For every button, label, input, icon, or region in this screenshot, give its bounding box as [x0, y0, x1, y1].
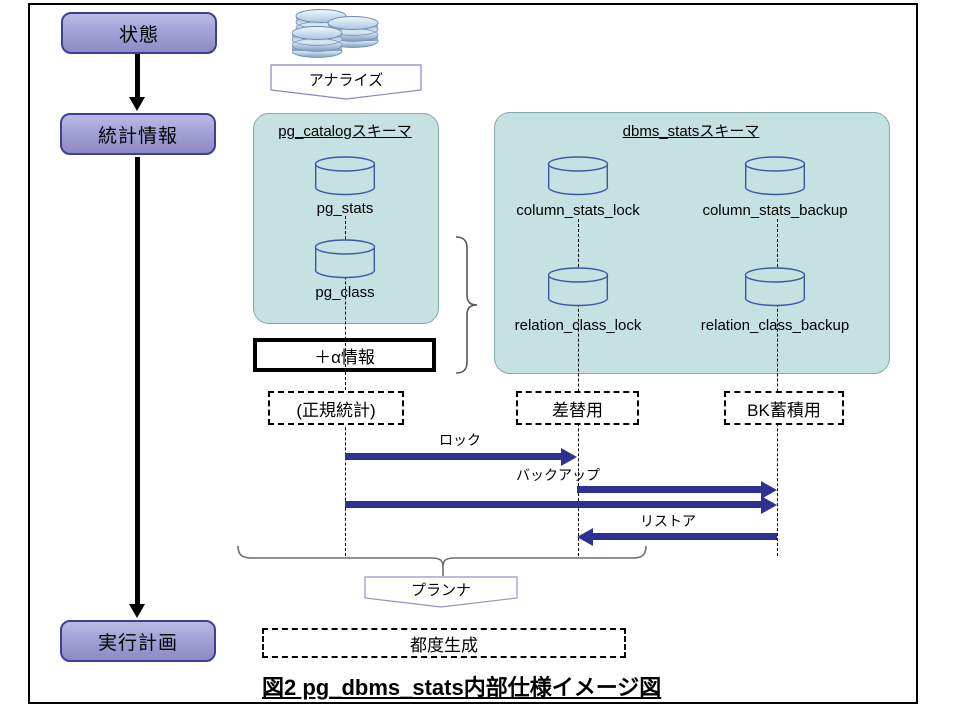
- horizontal-brace: [237, 545, 647, 576]
- alpha-info-box: [253, 338, 436, 372]
- arrow-lock: [345, 453, 563, 460]
- table-cylinder-icon: [314, 156, 376, 196]
- flow-state-box: 状態: [61, 12, 217, 54]
- arrow-backup-long-head: [761, 496, 777, 514]
- diagram-frame: [28, 3, 918, 704]
- generate-box: 都度生成: [262, 628, 626, 658]
- op-label-restore: リストア: [640, 513, 696, 529]
- table-cylinder-icon: [314, 239, 376, 279]
- planner-banner-shape: [364, 576, 518, 608]
- arrow-backup-head: [761, 481, 777, 499]
- table-label-relation-class-backup: relation_class_backup: [700, 317, 850, 334]
- flow-execution-plan-box: 実行計画: [60, 620, 216, 662]
- database-stack-icon: [292, 9, 379, 58]
- table-cylinder-icon: [744, 156, 806, 196]
- arrow-backup-long: [345, 501, 761, 508]
- table-cylinder-icon: [744, 267, 806, 307]
- table-label-pg-class: pg_class: [315, 284, 375, 301]
- arrow-restore-head: [577, 528, 593, 546]
- figure-caption: 図2 pg_dbms_stats内部仕様イメージ図: [262, 675, 662, 700]
- pg-catalog-schema-box: [253, 113, 439, 324]
- tag-replace: 差替用: [516, 391, 639, 425]
- table-label-column-stats-backup: column_stats_backup: [702, 202, 848, 219]
- table-label-relation-class-lock: relation_class_lock: [514, 317, 642, 334]
- analyze-label: アナライズ: [308, 72, 384, 89]
- flow-arrow-1-line: [135, 54, 140, 98]
- alpha-info-label: ＋α情報: [314, 347, 375, 367]
- analyze-banner-shape: [270, 64, 422, 100]
- table-label-pg-stats: pg_stats: [316, 200, 374, 217]
- connector-normal-stats: [345, 216, 346, 556]
- vertical-brace: [455, 236, 478, 374]
- dbms-stats-schema-title: dbms_statsスキーマ: [622, 123, 760, 140]
- pg-catalog-schema-title: pg_catalogスキーマ: [278, 123, 412, 140]
- planner-label: プランナ: [410, 582, 471, 599]
- flow-arrow-1-head: [129, 97, 145, 111]
- dbms-stats-schema-box: [494, 112, 890, 374]
- table-label-column-stats-lock: column_stats_lock: [516, 202, 640, 219]
- arrow-lock-head: [561, 448, 577, 466]
- table-cylinder-icon: [547, 267, 609, 307]
- op-label-lock: ロック: [439, 432, 481, 448]
- flow-arrow-2-head: [129, 604, 145, 618]
- connector-backup-tables: [777, 219, 778, 556]
- connector-through-alpha: [345, 343, 346, 367]
- table-cylinder-icon: [547, 156, 609, 196]
- arrow-backup: [577, 486, 761, 493]
- op-label-backup: バックアップ: [516, 467, 600, 483]
- arrow-restore: [593, 533, 777, 540]
- flow-statistics-box: 統計情報: [60, 113, 216, 155]
- flow-arrow-2-line: [135, 157, 140, 605]
- connector-lock-tables: [578, 219, 579, 556]
- tag-bk-accumulate: BK蓄積用: [724, 391, 844, 425]
- tag-normal-stats: (正規統計): [268, 391, 404, 425]
